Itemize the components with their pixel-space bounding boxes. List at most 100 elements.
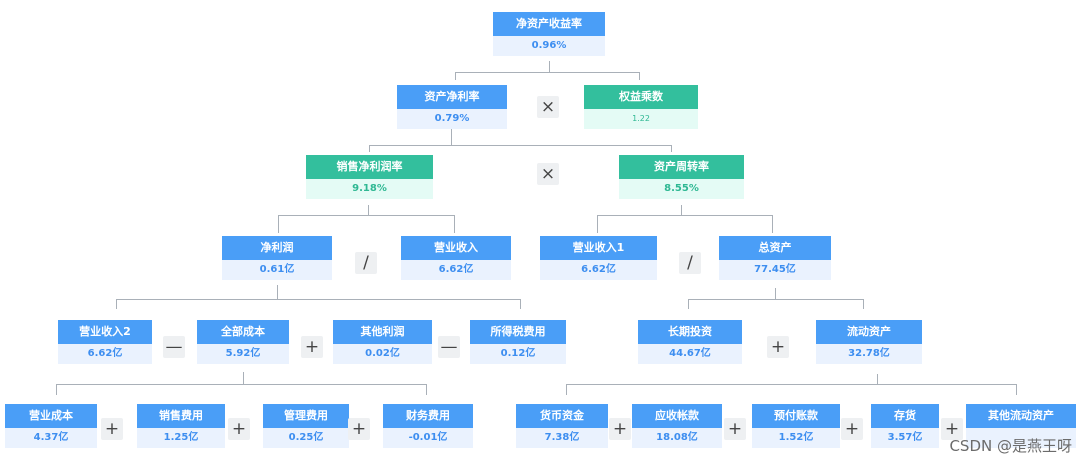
node-label: 总资产: [719, 236, 831, 260]
divide-operator: /: [355, 252, 377, 274]
node-value: -0.01亿: [383, 428, 473, 448]
node-roe: 净资产收益率 0.96%: [493, 12, 605, 56]
connector: [877, 374, 878, 385]
node-label: 全部成本: [197, 320, 289, 344]
node-value: 8.55%: [619, 179, 744, 199]
node-value: 5.92亿: [197, 344, 289, 364]
connector: [688, 299, 689, 309]
node-net-profit: 净利润 0.61亿: [222, 236, 332, 280]
node-value: 0.25亿: [263, 428, 349, 448]
node-other-current-assets: 其他流动资产: [966, 404, 1076, 448]
watermark: CSDN @是燕王呀: [949, 437, 1072, 455]
connector: [277, 285, 278, 300]
connector: [1016, 384, 1017, 395]
node-label: 营业收入1: [540, 236, 657, 260]
node-label: 其他流动资产: [966, 404, 1076, 428]
connector: [597, 215, 598, 233]
node-current-assets: 流动资产 32.78亿: [816, 320, 922, 364]
node-label: 销售费用: [137, 404, 225, 428]
node-value: 1.25亿: [137, 428, 225, 448]
plus-operator: +: [767, 336, 789, 358]
node-finance-expense: 财务费用 -0.01亿: [383, 404, 473, 448]
node-value: 0.61亿: [222, 260, 332, 280]
node-value: 1.52亿: [752, 428, 840, 448]
connector: [56, 384, 57, 395]
connector: [688, 299, 864, 300]
node-label: 预付账款: [752, 404, 840, 428]
node-label: 流动资产: [816, 320, 922, 344]
node-value: [966, 428, 1076, 448]
connector: [772, 215, 773, 233]
node-label: 权益乘数: [584, 85, 698, 109]
node-value: 18.08亿: [632, 428, 722, 448]
node-value: 6.62亿: [401, 260, 511, 280]
connector: [671, 145, 672, 152]
connector: [451, 129, 452, 145]
connector: [566, 384, 1017, 385]
connector: [863, 299, 864, 309]
node-cash: 货币资金 7.38亿: [516, 404, 608, 448]
node-label: 资产净利率: [397, 85, 507, 109]
node-inventory: 存货 3.57亿: [871, 404, 939, 448]
node-receivables: 应收帐款 18.08亿: [632, 404, 722, 448]
node-value: 77.45亿: [719, 260, 831, 280]
connector: [56, 384, 427, 385]
node-other-profit: 其他利润 0.02亿: [333, 320, 432, 364]
node-value: 0.12亿: [470, 344, 566, 364]
minus-operator: —: [163, 336, 185, 358]
connector: [454, 215, 455, 233]
node-label: 财务费用: [383, 404, 473, 428]
connector: [775, 288, 776, 300]
connector: [549, 61, 550, 73]
connector: [455, 72, 640, 73]
node-selling-expense: 销售费用 1.25亿: [137, 404, 225, 448]
node-value: 1.22: [584, 109, 698, 129]
connector: [426, 384, 427, 395]
node-label: 存货: [871, 404, 939, 428]
node-value: 9.18%: [306, 179, 433, 199]
node-label: 净利润: [222, 236, 332, 260]
node-value: 0.79%: [397, 109, 507, 129]
node-long-term-investment: 长期投资 44.67亿: [638, 320, 742, 364]
node-value: 6.62亿: [58, 344, 152, 364]
node-revenue-c: 营业收入2 6.62亿: [58, 320, 152, 364]
node-label: 营业收入: [401, 236, 511, 260]
node-admin-expense: 管理费用 0.25亿: [263, 404, 349, 448]
plus-operator: +: [841, 418, 863, 440]
minus-operator: —: [438, 336, 460, 358]
node-label: 应收帐款: [632, 404, 722, 428]
node-label: 资产周转率: [619, 155, 744, 179]
plus-operator: +: [941, 418, 963, 440]
node-label: 管理费用: [263, 404, 349, 428]
connector: [368, 205, 369, 216]
node-label: 营业收入2: [58, 320, 152, 344]
node-value: 0.96%: [493, 36, 605, 56]
node-total-cost: 全部成本 5.92亿: [197, 320, 289, 364]
node-label: 营业成本: [5, 404, 97, 428]
node-revenue-a: 营业收入 6.62亿: [401, 236, 511, 280]
node-value: 6.62亿: [540, 260, 657, 280]
node-label: 其他利润: [333, 320, 432, 344]
connector: [566, 384, 567, 395]
connector: [116, 299, 117, 309]
node-value: 7.38亿: [516, 428, 608, 448]
node-roa: 资产净利率 0.79%: [397, 85, 507, 129]
connector: [520, 299, 521, 309]
plus-operator: +: [348, 418, 370, 440]
node-value: 4.37亿: [5, 428, 97, 448]
node-value: 3.57亿: [871, 428, 939, 448]
connector: [681, 205, 682, 216]
multiply-operator: ×: [537, 96, 559, 118]
connector: [278, 215, 455, 216]
connector: [639, 72, 640, 80]
connector: [455, 72, 456, 80]
node-operating-cost: 营业成本 4.37亿: [5, 404, 97, 448]
node-total-assets: 总资产 77.45亿: [719, 236, 831, 280]
plus-operator: +: [101, 418, 123, 440]
node-revenue-b: 营业收入1 6.62亿: [540, 236, 657, 280]
connector: [116, 299, 521, 300]
node-net-margin: 销售净利润率 9.18%: [306, 155, 433, 199]
connector: [369, 145, 370, 152]
multiply-operator: ×: [537, 163, 559, 185]
connector: [597, 215, 773, 216]
